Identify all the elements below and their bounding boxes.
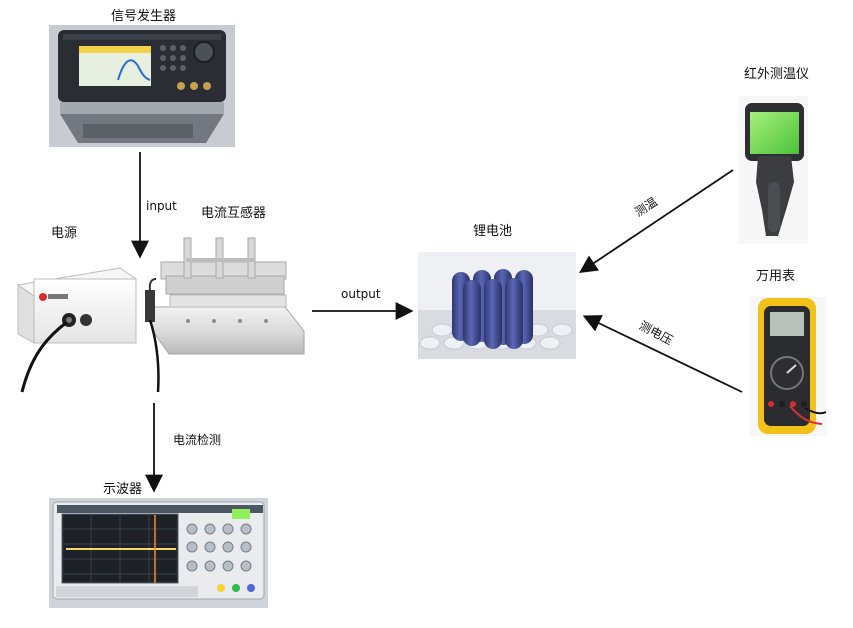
signal-generator-photo — [49, 25, 235, 147]
arrow-label-current-detection: 电流检测 — [173, 433, 222, 447]
power-supply-photo — [10, 255, 148, 393]
label-signal-generator: 信号发生器 — [111, 9, 177, 24]
current-transformer-photo — [145, 230, 306, 393]
arrow-label-input: input — [146, 199, 177, 213]
label-multimeter: 万用表 — [756, 269, 796, 284]
arrow-label-output: output — [341, 287, 381, 301]
label-infrared-thermometer: 红外测温仪 — [744, 67, 810, 82]
label-current-transformer: 电流互感器 — [201, 206, 267, 221]
battery-photo — [418, 252, 576, 359]
multimeter-photo — [750, 297, 827, 436]
label-lithium-battery: 锂电池 — [473, 224, 513, 239]
label-oscilloscope: 示波器 — [103, 482, 143, 497]
oscilloscope-photo — [49, 498, 268, 608]
arrow-temperature-measure — [579, 169, 734, 274]
label-power-supply: 电源 — [51, 226, 78, 241]
arrow-voltage-measure — [582, 315, 743, 393]
battery-cells — [452, 269, 533, 349]
thermometer-photo — [739, 96, 808, 244]
